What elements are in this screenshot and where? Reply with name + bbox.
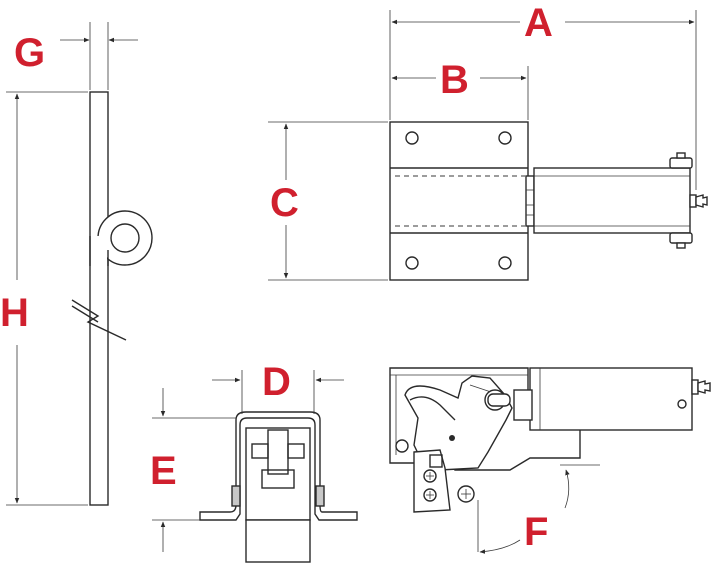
handle-bar [89, 91, 109, 506]
label-g: G [14, 31, 45, 75]
clamp-end-view [199, 411, 358, 563]
label-a: A [524, 1, 553, 45]
arm-top [533, 167, 691, 234]
dimension-g: G [14, 22, 138, 90]
dimension-b: B [391, 58, 529, 120]
dimension-h: H [0, 91, 88, 506]
dimension-a: A [389, 1, 697, 190]
label-d: D [262, 360, 291, 404]
dimension-c: C [268, 121, 388, 281]
clamp-side-view [389, 367, 711, 513]
cylinder [529, 367, 693, 431]
dimension-f: F [477, 464, 600, 554]
label-h: H [0, 291, 29, 335]
label-f: F [524, 510, 548, 554]
label-b: B [440, 58, 469, 102]
clamp-top-view [389, 121, 708, 281]
dimension-e: E [150, 388, 236, 552]
dimension-d: D [212, 360, 344, 414]
label-c: C [270, 181, 299, 225]
handle-side-view [71, 91, 153, 506]
base-plate [389, 121, 529, 281]
handle-curl-inner [110, 223, 140, 253]
label-e: E [150, 449, 177, 493]
